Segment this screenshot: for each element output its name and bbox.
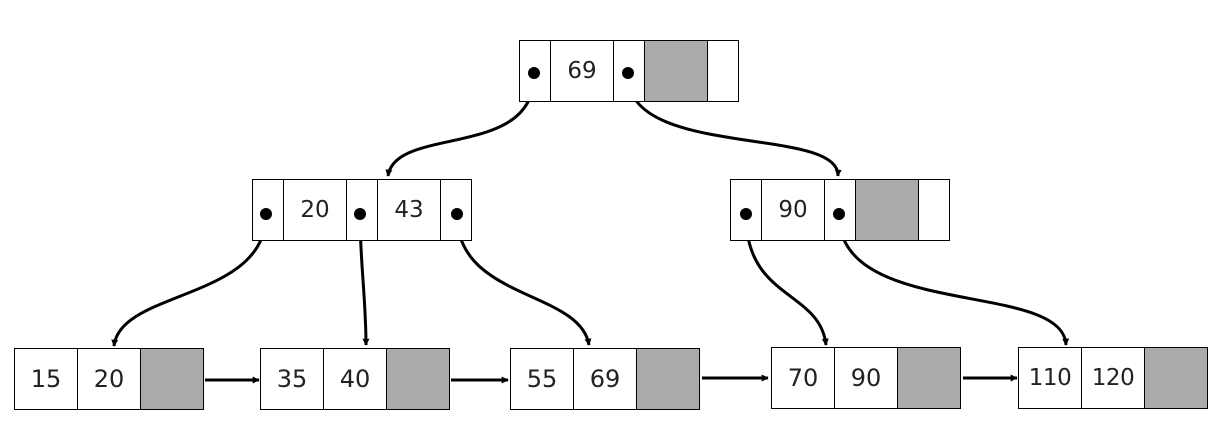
pointer-dot (451, 208, 463, 220)
key-cell: 20 (283, 179, 347, 241)
key-cell: 20 (77, 348, 141, 410)
empty-key-slot (897, 347, 961, 409)
empty-key-slot (636, 348, 700, 410)
key-cell: 69 (573, 348, 637, 410)
pointer-dot (354, 208, 366, 220)
leaf-node: 110 120 (1018, 347, 1208, 409)
pointer-dot (833, 208, 845, 220)
key-cell: 35 (260, 348, 324, 410)
empty-key-slot (386, 348, 450, 410)
key-cell: 69 (550, 40, 614, 102)
pointer-slot (707, 40, 739, 102)
pointer-slot (918, 179, 950, 241)
empty-key-slot (1144, 347, 1208, 409)
leaf-node: 55 69 (510, 348, 700, 410)
leaf-node: 15 20 (14, 348, 204, 410)
empty-key-slot (140, 348, 204, 410)
key-cell: 110 (1018, 347, 1082, 409)
key-cell: 90 (834, 347, 898, 409)
leaf-node: 70 90 (771, 347, 961, 409)
key-cell: 55 (510, 348, 574, 410)
key-cell: 15 (14, 348, 78, 410)
pointer-dot (260, 208, 272, 220)
leaf-node: 35 40 (260, 348, 450, 410)
key-cell: 90 (761, 179, 825, 241)
internal-node-left: 20 43 (252, 179, 472, 241)
pointer-dot (622, 67, 634, 79)
pointer-slot (346, 179, 378, 241)
key-cell: 43 (377, 179, 441, 241)
key-cell: 40 (323, 348, 387, 410)
key-cell: 120 (1081, 347, 1145, 409)
pointer-dot (528, 67, 540, 79)
empty-key-slot (855, 179, 919, 241)
pointer-dot (740, 208, 752, 220)
